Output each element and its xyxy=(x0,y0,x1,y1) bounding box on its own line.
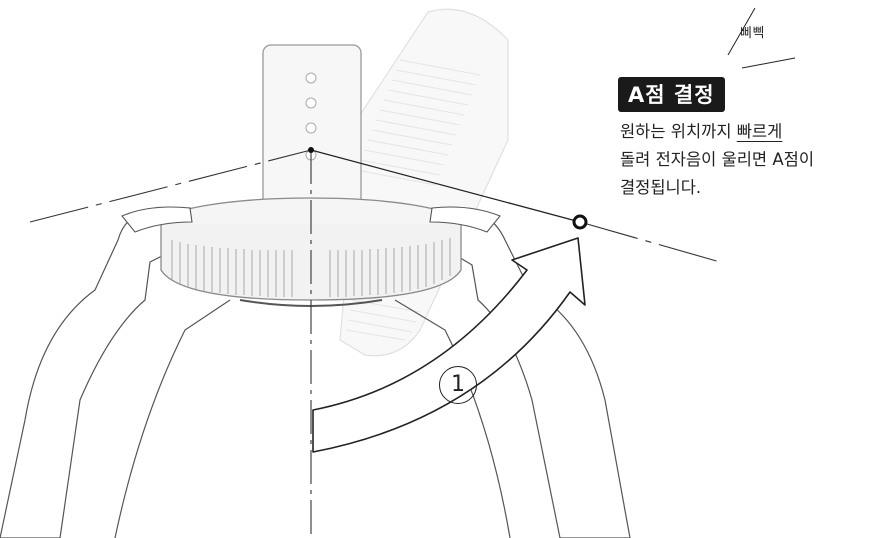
rotation-arrow-icon xyxy=(312,237,586,453)
point-a-marker-icon xyxy=(572,214,588,230)
desc-line2: 돌려 전자음이 울리면 A점이 xyxy=(620,150,815,169)
step-title-badge: A점 결정 xyxy=(618,77,725,112)
beep-sound-label: 삐삑 xyxy=(740,26,765,41)
desc-part1: 원하는 위치까지 xyxy=(620,122,737,141)
instruction-text: 원하는 위치까지 빠르게 돌려 전자음이 울리면 A점이 결정됩니다. xyxy=(620,118,870,202)
desc-emphasis: 빠르게 xyxy=(736,122,783,141)
desc-line3: 결정됩니다. xyxy=(620,178,702,197)
step-number-circle: 1 xyxy=(439,366,477,404)
